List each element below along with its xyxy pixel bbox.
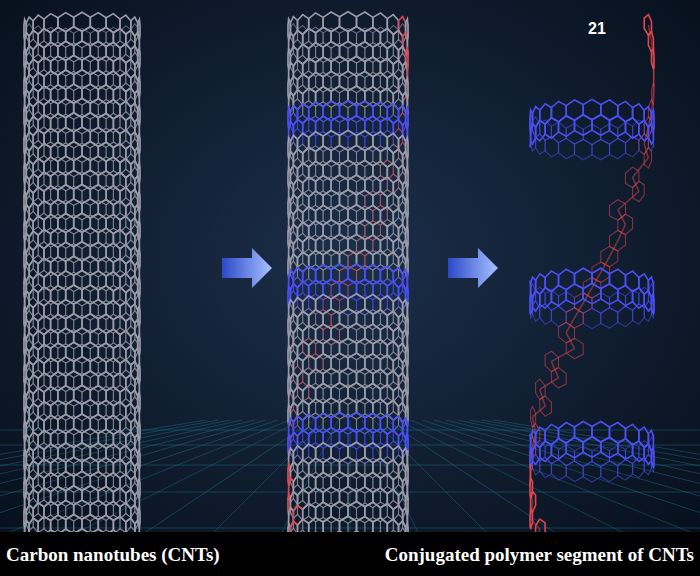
hexagon-lattice <box>288 12 408 576</box>
hexagon-lattice <box>530 15 654 576</box>
perspective-grid <box>0 420 700 576</box>
callout-number: 21 <box>588 20 606 38</box>
hexagon-lattice <box>24 12 140 576</box>
caption-text: Carbon nanotubes (CNTs) <box>6 544 220 566</box>
chain-bond <box>530 25 654 576</box>
nanotube-drawings <box>24 12 654 576</box>
caption-text: Conjugated polymer segment of CNTs <box>385 544 694 566</box>
arrow <box>222 248 272 288</box>
arrow <box>448 248 498 288</box>
